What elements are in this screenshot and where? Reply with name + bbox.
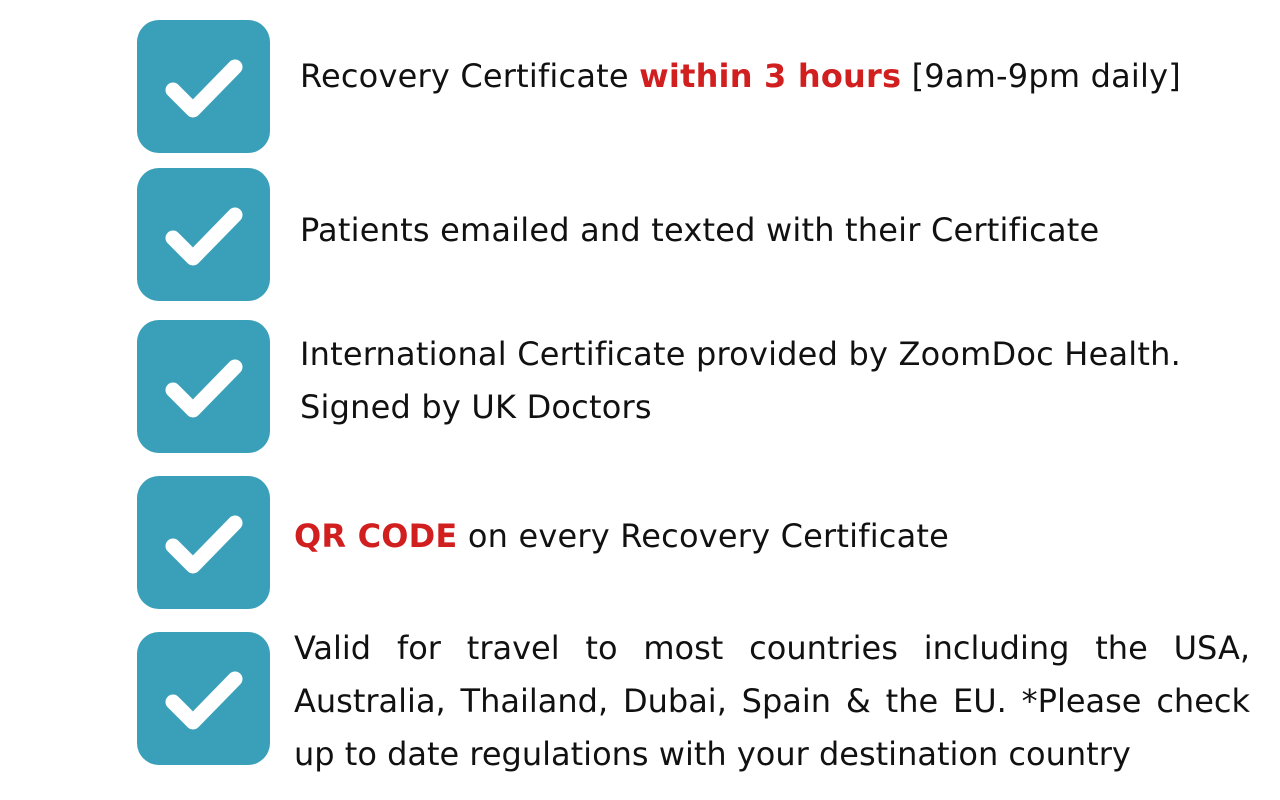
check-badge xyxy=(137,320,270,453)
benefit-text-line: Signed by UK Doctors xyxy=(300,388,652,426)
check-icon xyxy=(165,59,243,118)
check-icon xyxy=(165,207,243,266)
check-badge xyxy=(137,20,270,153)
benefit-text-before: Recovery Certificate xyxy=(300,57,640,95)
check-badge xyxy=(137,476,270,609)
check-icon xyxy=(165,515,243,574)
check-badge xyxy=(137,632,270,765)
benefit-text-after: [9am-9pm daily] xyxy=(901,57,1181,95)
benefit-text: QR CODE on every Recovery Certificate xyxy=(294,510,949,563)
benefit-text-after: on every Recovery Certificate xyxy=(457,517,950,555)
benefit-text-paragraph: Valid for travel to most countries inclu… xyxy=(294,629,1250,773)
check-icon xyxy=(165,671,243,730)
benefit-text-line: International Certificate provided by Zo… xyxy=(300,335,1181,373)
benefit-highlight: QR CODE xyxy=(294,517,458,555)
check-icon xyxy=(165,359,243,418)
benefit-highlight: within 3 hours xyxy=(639,57,902,95)
benefit-text: Patients emailed and texted with their C… xyxy=(300,211,1100,249)
benefit-text: Recovery Certificate within 3 hours [9am… xyxy=(300,50,1181,103)
check-badge xyxy=(137,168,270,301)
